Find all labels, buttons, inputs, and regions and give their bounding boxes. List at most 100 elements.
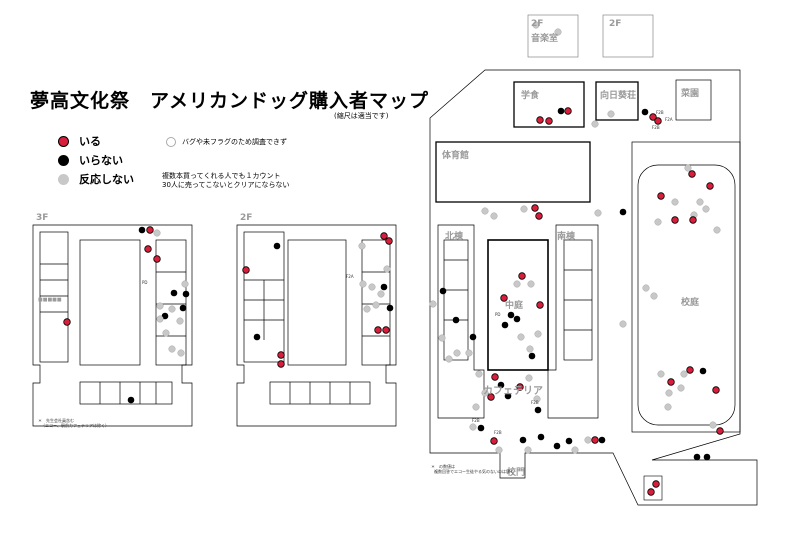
annex-2f-label-a: 2F bbox=[531, 19, 544, 29]
floor-3f-label: 3F bbox=[36, 213, 49, 223]
gray-dot bbox=[358, 242, 366, 250]
gray-dot bbox=[181, 280, 189, 288]
legend-note-untested: バグや未フラグのため調査できず bbox=[166, 137, 287, 147]
red-dot bbox=[516, 383, 524, 391]
gray-dot bbox=[680, 370, 688, 378]
gray-dot bbox=[156, 315, 164, 323]
red-dot bbox=[518, 272, 526, 280]
red-dot bbox=[545, 117, 553, 125]
black-dot bbox=[519, 436, 527, 444]
gray-dot bbox=[619, 320, 627, 328]
black-dot bbox=[553, 442, 561, 450]
tag-label: F2A bbox=[665, 117, 673, 122]
red-dot bbox=[144, 245, 152, 253]
gray-dot bbox=[591, 120, 599, 128]
black-dot bbox=[138, 226, 146, 234]
floor-2f-label: 2F bbox=[240, 213, 253, 223]
gate-label: 校門 bbox=[507, 468, 526, 478]
gray-dot bbox=[696, 198, 704, 206]
red-dot bbox=[652, 480, 660, 488]
tag-label: F2B bbox=[656, 110, 664, 115]
gray-dot bbox=[532, 21, 540, 29]
gray-dot bbox=[664, 403, 672, 411]
black-dot bbox=[565, 437, 573, 445]
black-dot bbox=[161, 312, 169, 320]
black-dot bbox=[386, 304, 394, 312]
gray-dot bbox=[517, 333, 525, 341]
black-dot bbox=[439, 287, 447, 295]
black-dot bbox=[513, 315, 521, 323]
gray-dot bbox=[524, 446, 532, 454]
gray-dot bbox=[654, 218, 662, 226]
black-dot bbox=[380, 283, 388, 291]
gym-label: 体育館 bbox=[442, 151, 470, 161]
red-dot bbox=[146, 226, 154, 234]
main-note-a: ＊ の数値は bbox=[431, 464, 455, 469]
red-dot bbox=[689, 216, 697, 224]
red-dot bbox=[531, 204, 539, 212]
red-dot bbox=[686, 366, 694, 374]
gray-dot bbox=[490, 212, 498, 220]
red-dot bbox=[490, 437, 498, 445]
red-dot bbox=[277, 351, 285, 359]
red-dot bbox=[649, 113, 657, 121]
red-dot bbox=[591, 436, 599, 444]
legend-item-no-response: 反応しない bbox=[58, 172, 134, 186]
red-dot bbox=[654, 117, 662, 125]
red-dot bbox=[63, 318, 71, 326]
red-dot bbox=[667, 378, 675, 386]
gray-dot bbox=[495, 446, 503, 454]
gray-dot bbox=[709, 421, 717, 429]
tag-label: F2B bbox=[494, 430, 502, 435]
gray-dot bbox=[168, 345, 176, 353]
floor-2f-plan bbox=[236, 224, 397, 427]
gray-dot bbox=[534, 330, 542, 338]
red-dot bbox=[564, 107, 572, 115]
gray-dot bbox=[650, 292, 658, 300]
red-dot bbox=[242, 266, 250, 274]
page-title: 夢高文化祭 アメリカンドッグ購入者マップ bbox=[30, 90, 430, 112]
legend-item-not-needed: いらない bbox=[58, 153, 123, 167]
legend-item-present: いる bbox=[58, 134, 101, 148]
black-dot bbox=[693, 453, 701, 461]
gray-dot bbox=[702, 205, 710, 213]
gray-dot bbox=[584, 436, 592, 444]
black-dot bbox=[179, 304, 187, 312]
gray-dot bbox=[481, 207, 489, 215]
cafeteria-hall-label: 学食 bbox=[521, 91, 540, 101]
f3-note-a: ＊ 先生会社員含む bbox=[38, 418, 74, 423]
gray-dot-icon bbox=[58, 173, 69, 185]
schoolyard-label: 校庭 bbox=[681, 298, 700, 308]
red-dot bbox=[382, 326, 390, 334]
black-dot bbox=[182, 290, 190, 298]
black-dot bbox=[504, 392, 512, 400]
gray-dot bbox=[472, 403, 480, 411]
gray-dot bbox=[513, 280, 521, 288]
black-dot bbox=[273, 242, 281, 250]
black-dot bbox=[598, 436, 606, 444]
gray-dot bbox=[571, 446, 579, 454]
gray-dot bbox=[168, 305, 176, 313]
red-dot bbox=[380, 232, 388, 240]
note-clear-condition: 30人に売ってこないとクリアにならない bbox=[162, 181, 290, 189]
black-dot bbox=[452, 316, 460, 324]
main-note-b: 複数回答でエコー生徒やる気のないのは除く bbox=[434, 469, 514, 474]
tag-label: F2A bbox=[346, 274, 354, 279]
black-dot bbox=[253, 333, 261, 341]
black-dot bbox=[699, 367, 707, 375]
scale-note: (縮尺は適当です) bbox=[334, 112, 389, 120]
black-dot bbox=[469, 333, 477, 341]
black-dot bbox=[501, 321, 509, 329]
black-dot bbox=[528, 352, 536, 360]
tag-label: PD bbox=[495, 312, 501, 317]
red-dot bbox=[536, 301, 544, 309]
gray-dot bbox=[665, 389, 673, 397]
gray-dot bbox=[594, 209, 602, 217]
gray-dot bbox=[438, 334, 446, 342]
gray-dot bbox=[453, 349, 461, 357]
black-dot bbox=[537, 433, 545, 441]
white-dot-icon bbox=[166, 137, 176, 147]
campus-plan bbox=[429, 69, 758, 506]
black-dot bbox=[497, 381, 505, 389]
